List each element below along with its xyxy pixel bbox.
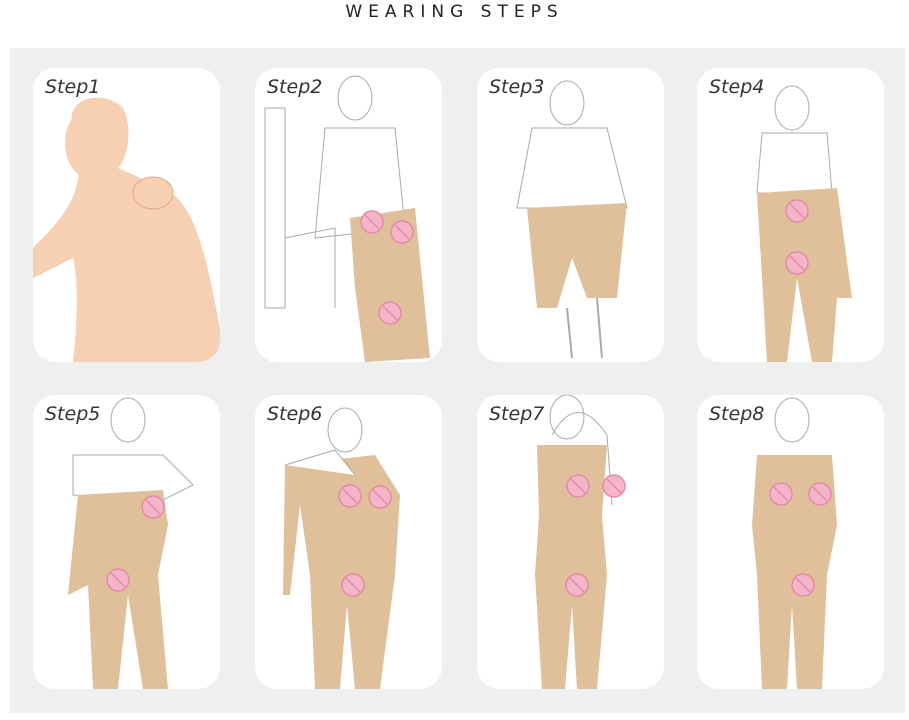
censor-icon	[360, 210, 384, 234]
censor-icon	[791, 573, 815, 597]
step-illustration	[33, 97, 220, 362]
step-label: Step6	[267, 403, 323, 425]
censor-icon	[565, 573, 589, 597]
step-illustration	[264, 75, 430, 362]
step-illustration	[752, 397, 837, 689]
censor-icon	[769, 482, 793, 506]
step-label: Step4	[709, 76, 765, 98]
censor-icon	[808, 482, 832, 506]
step-label: Step8	[709, 403, 765, 425]
step-label: Step3	[489, 76, 545, 98]
censor-icon	[390, 220, 414, 244]
censor-icon	[368, 485, 392, 509]
censor-icon	[566, 474, 590, 498]
step-card-1: Step1	[33, 68, 220, 362]
step-illustration	[516, 80, 628, 359]
step-illustration	[68, 397, 194, 689]
step-card-7: Step7	[477, 395, 664, 689]
censor-icon	[785, 251, 809, 275]
censor-icon	[785, 199, 809, 223]
step-card-2: Step2	[255, 68, 442, 362]
step-label: Step7	[489, 403, 545, 425]
step-card-3: Step3	[477, 68, 664, 362]
step-label: Step2	[267, 76, 323, 98]
step-label: Step1	[45, 76, 101, 98]
censor-icon	[602, 474, 626, 498]
step-illustration	[283, 407, 400, 689]
censor-icon	[106, 568, 130, 592]
step-card-8: Step8	[697, 395, 884, 689]
step-label: Step5	[45, 403, 101, 425]
step-card-4: Step4	[697, 68, 884, 362]
step-card-5: Step5	[33, 395, 220, 689]
censor-icon	[341, 573, 365, 597]
step-illustration	[535, 395, 626, 689]
step-card-6: Step6	[255, 395, 442, 689]
page-title: WEARING STEPS	[345, 2, 564, 22]
censor-icon	[338, 484, 362, 508]
censor-icon	[141, 495, 165, 519]
censor-icon	[378, 301, 402, 325]
step-illustration	[756, 85, 852, 362]
